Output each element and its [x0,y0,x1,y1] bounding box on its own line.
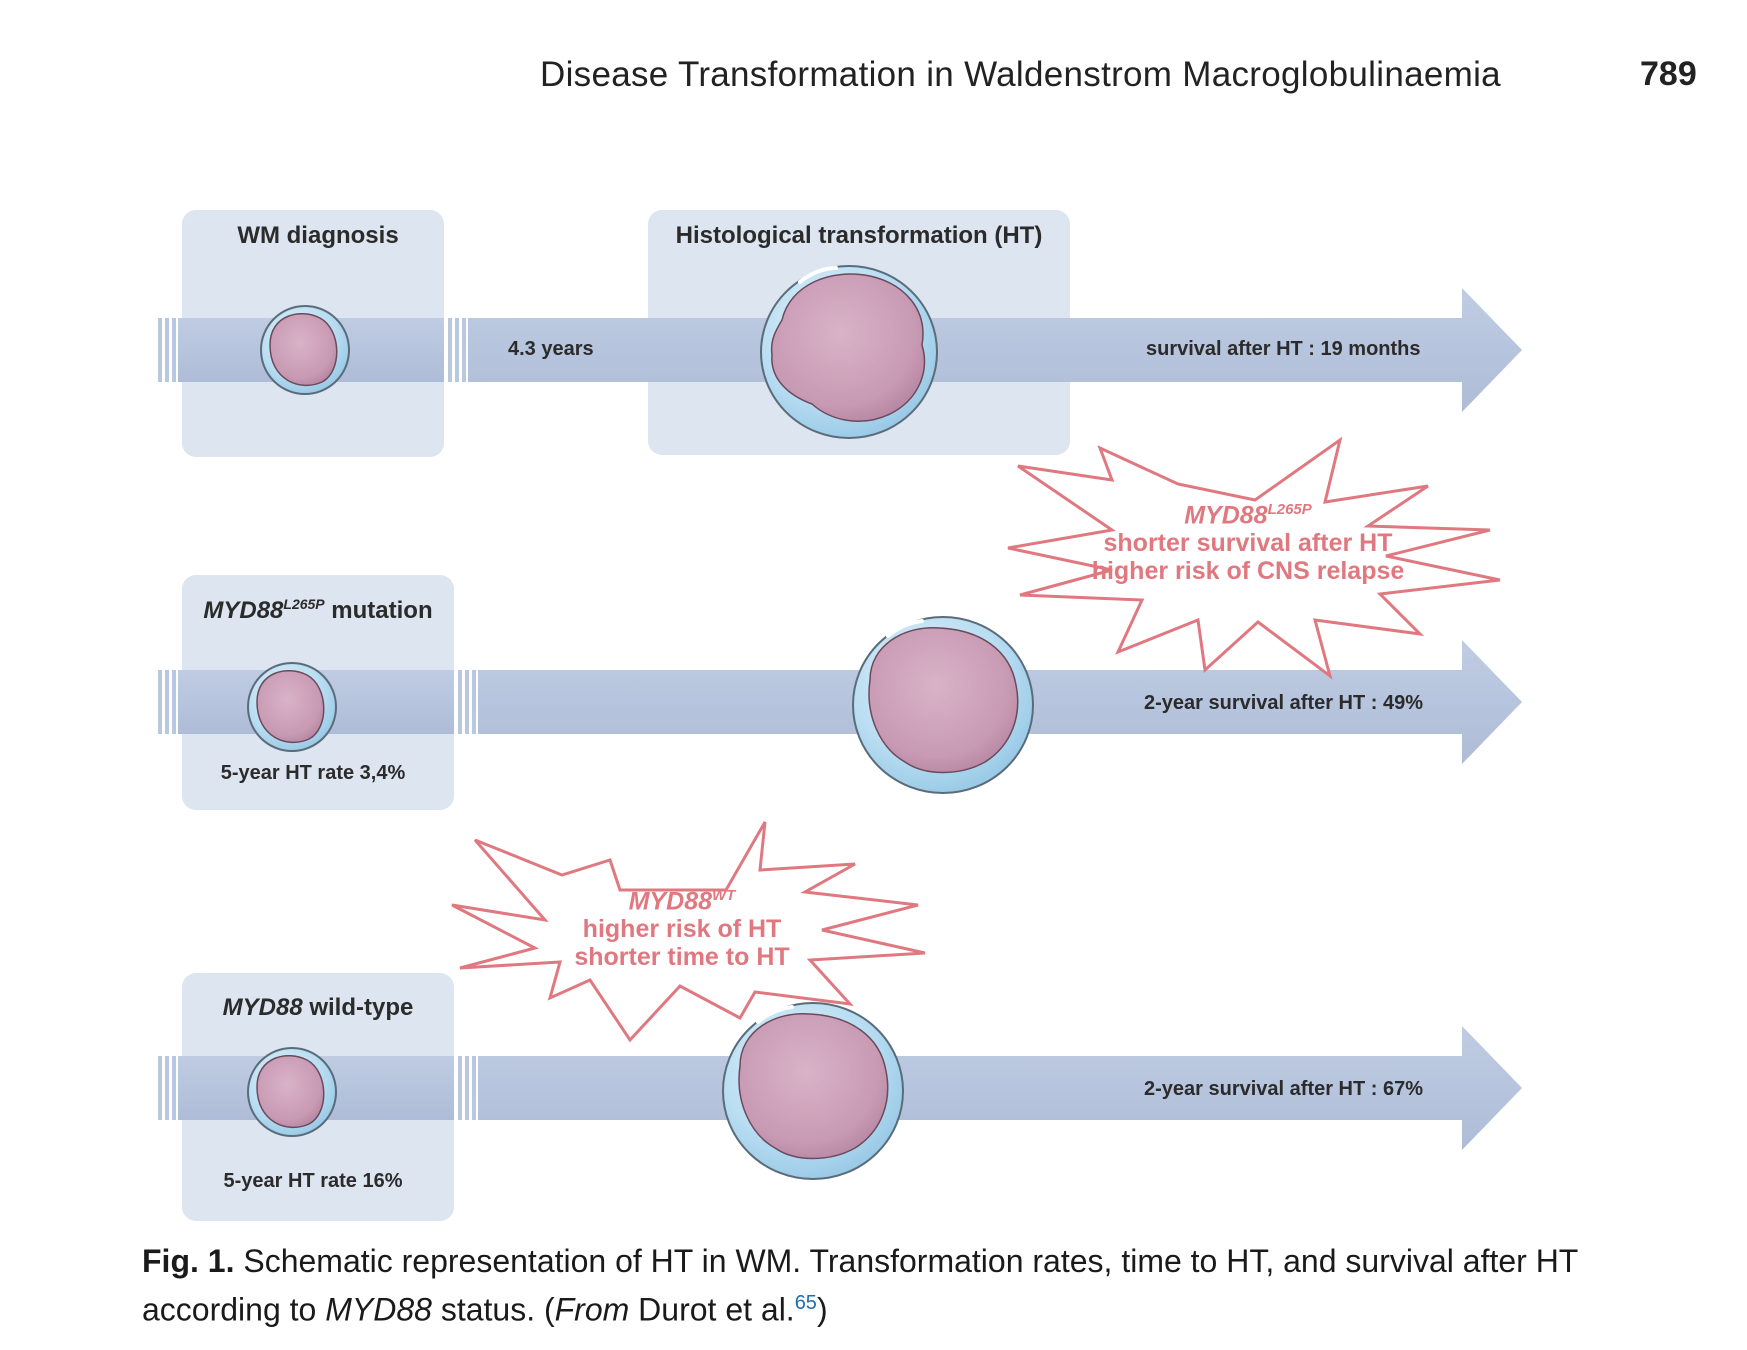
row1-arrow [158,288,1522,412]
burst-l265p-text: MYD88L265P shorter survival after HT hig… [1092,496,1405,585]
burst-gene-line: MYD88WT [628,887,736,916]
large-cell-icon [722,1002,904,1180]
burst-line-2: shorter time to HT [574,943,790,972]
row1-survival-label: survival after HT : 19 months [1146,338,1421,360]
running-title: Disease Transformation in Waldenstrom Ma… [540,55,1501,94]
ht-label: Histological transformation (HT) [675,222,1043,249]
small-cell-icon [260,305,350,395]
row3-survival-label: 2-year survival after HT : 67% [1144,1078,1424,1100]
burst-gene-line: MYD88L265P [1184,501,1312,530]
large-cell-icon [852,616,1034,794]
myd88-wildtype-label: MYD88 wild-type [223,994,414,1022]
small-cell-icon [247,1047,337,1137]
figure-label: Fig. 1. [142,1243,235,1279]
row2-rate-label: 5-year HT rate 3,4% [220,762,406,784]
gene-superscript: L265P [283,596,325,612]
burst-line-1: shorter survival after HT [1103,529,1393,558]
row3-rate-label: 5-year HT rate 16% [223,1170,403,1192]
starburst-myd88-l265p [1007,436,1501,680]
label-suffix: mutation [324,597,433,624]
burst-wt-text: MYD88WT higher risk of HT shorter time t… [574,882,789,971]
gene-name: MYD88 [203,597,284,624]
row2-survival-label: 2-year survival after HT : 49% [1144,692,1424,714]
time-to-ht-label: 4.3 years [508,338,594,360]
burst-line-1: higher risk of HT [582,915,782,944]
large-cell-icon [760,265,938,439]
starburst-myd88-wt [451,821,926,1043]
page-number: 789 [1640,55,1697,93]
burst-line-2: higher risk of CNS relapse [1091,557,1405,586]
label-suffix: wild-type [302,994,414,1021]
reference-link[interactable]: 65 [794,1292,817,1314]
wm-diagnosis-label: WM diagnosis [237,222,399,249]
gene-name: MYD88 [222,994,303,1021]
small-cell-icon [247,662,337,752]
myd88-mutation-label: MYD88L265P mutation [203,596,432,625]
figure-caption: Fig. 1. Schematic representation of HT i… [142,1243,1578,1328]
